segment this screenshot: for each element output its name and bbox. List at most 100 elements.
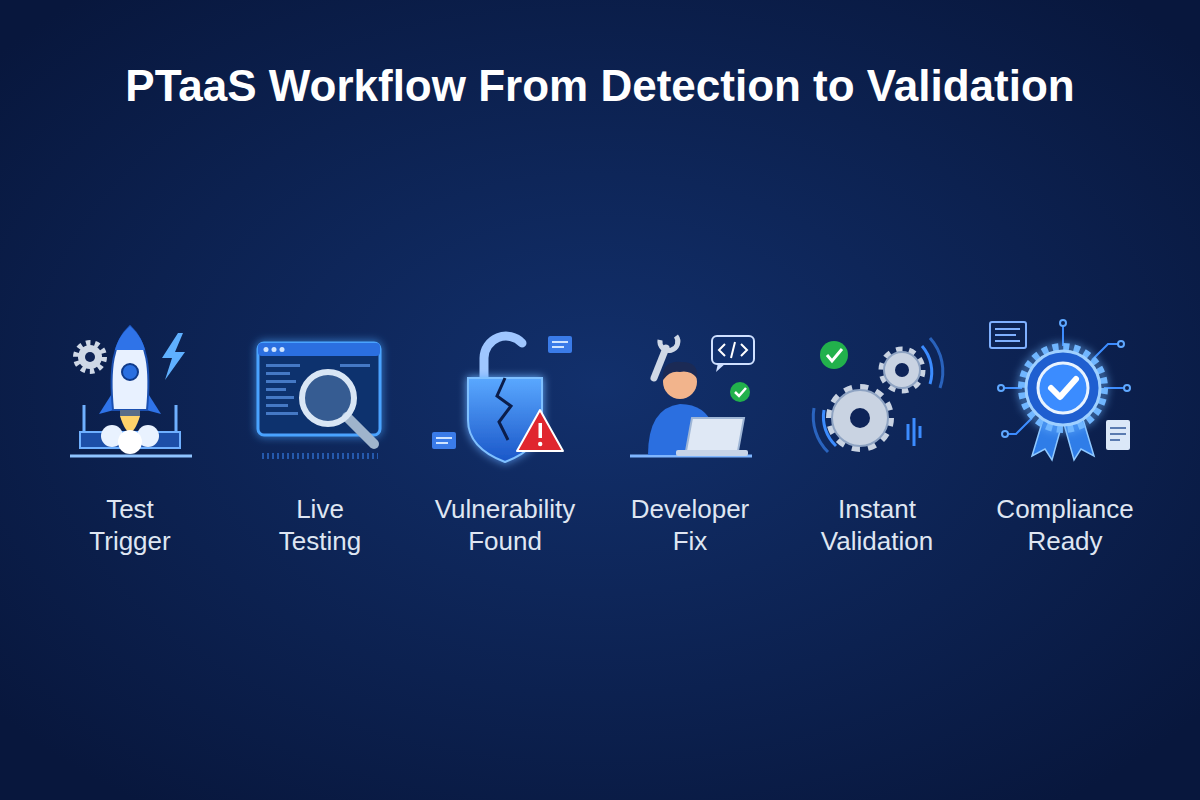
code-line — [266, 404, 288, 407]
laptop-screen — [686, 418, 744, 451]
gear-body — [884, 352, 920, 388]
step-label: Instant Validation — [821, 493, 933, 557]
gear-hole — [850, 408, 870, 428]
document-line — [1110, 439, 1120, 441]
document-chip — [548, 336, 572, 353]
circuit-node — [1060, 320, 1066, 326]
gear-teeth — [882, 350, 922, 390]
smoke-puff — [118, 430, 142, 454]
developer-hair — [663, 362, 697, 380]
signal-arc — [813, 408, 828, 452]
window-dot — [280, 347, 285, 352]
process-step: Live Testing — [250, 325, 390, 465]
gear-teeth — [76, 343, 104, 371]
process-step: Developer Fix — [620, 325, 760, 465]
warning-mark — [539, 423, 543, 438]
circuit-line — [1008, 418, 1032, 434]
process-step: Vulnerability Found — [435, 325, 575, 465]
process-step: Compliance Ready — [995, 325, 1135, 465]
lock-crack — [497, 378, 511, 440]
wave-bar — [919, 426, 922, 438]
code-line — [266, 412, 298, 415]
flow-arrow — [390, 392, 419, 399]
developer-icon — [630, 336, 754, 456]
list-line — [995, 328, 1020, 330]
rocket-nose — [115, 326, 145, 350]
gears-icon — [813, 338, 943, 452]
rocket-window — [122, 364, 138, 380]
rocket-nozzle — [120, 410, 140, 416]
step-label: Vulnerability Found — [435, 493, 576, 557]
check-mark — [735, 388, 746, 396]
flow-arrow — [947, 392, 979, 399]
warning-dot — [538, 442, 542, 446]
diagram-title: PTaaS Workflow From Detection to Validat… — [20, 59, 1180, 113]
window-dot — [272, 347, 277, 352]
circuit-node — [1118, 341, 1124, 347]
badge-inner — [1038, 363, 1088, 413]
lock-shackle — [484, 336, 522, 380]
flow-arrow — [200, 392, 234, 399]
rocket-body — [112, 326, 149, 410]
window-dot — [264, 347, 269, 352]
process-step: Instant Validation — [807, 325, 947, 465]
wave-bar — [907, 424, 910, 440]
step-label: Compliance Ready — [996, 493, 1133, 557]
check-mark — [1051, 379, 1076, 397]
broken-lock-icon — [432, 336, 572, 462]
document-icon — [1106, 420, 1130, 450]
browser-window — [258, 343, 380, 435]
search-icon — [258, 343, 380, 456]
badge-icon — [990, 320, 1130, 460]
circuit-line — [1062, 326, 1064, 346]
code-line — [266, 372, 290, 375]
code-bubble — [712, 336, 754, 364]
warning-triangle — [517, 410, 563, 451]
gear-body — [832, 390, 888, 446]
process-step: Test Trigger — [60, 325, 200, 465]
code-line — [266, 388, 286, 391]
gear-teeth — [830, 388, 890, 448]
tick-pattern — [262, 453, 378, 459]
rocket-icon — [70, 326, 192, 456]
wave-bar — [913, 418, 916, 446]
step-label: Developer Fix — [631, 493, 750, 557]
circuit-node — [1124, 385, 1130, 391]
document-line — [1110, 427, 1126, 429]
gear-body — [78, 345, 102, 369]
list-line — [995, 340, 1020, 342]
code-line — [266, 396, 294, 399]
document-line — [552, 346, 564, 348]
platform-tower — [175, 405, 178, 432]
code-line — [266, 364, 300, 367]
magnifier-handle — [347, 417, 374, 444]
wrench-jaw — [660, 336, 678, 350]
flow-arrow — [575, 392, 604, 399]
gear-hole — [85, 352, 95, 362]
document-chip — [432, 432, 456, 449]
signal-arc — [930, 338, 943, 388]
flow-arrow — [760, 392, 791, 399]
rocket-flame — [120, 416, 140, 432]
document-line — [436, 442, 448, 444]
gear-hole — [895, 363, 909, 377]
document-line — [552, 341, 568, 343]
step-label: Test Trigger — [89, 493, 170, 557]
document-line — [436, 437, 452, 439]
magnifier-lens — [302, 372, 354, 424]
wrench-handle — [654, 348, 666, 378]
circuit-node — [1002, 431, 1008, 437]
base-line — [70, 455, 192, 458]
badge-outer — [1026, 351, 1100, 425]
code-line — [266, 380, 296, 383]
check-mark — [827, 349, 842, 361]
platform-tower — [83, 405, 86, 432]
list-box — [990, 322, 1026, 348]
lightning-bolt — [162, 333, 185, 380]
code-line — [340, 364, 370, 367]
laptop-base — [676, 450, 748, 456]
browser-bar — [258, 343, 380, 356]
